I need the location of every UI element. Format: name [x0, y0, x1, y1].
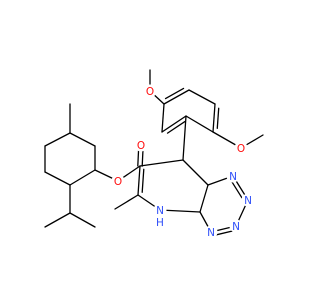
- oxygen-atom-label-mask: [234, 141, 248, 155]
- nitrogen-atom-label-mask: [226, 169, 240, 183]
- nitrogen-atom-label: N: [232, 221, 240, 233]
- aryl-c7-bond: [182, 115, 187, 161]
- nitrogen-atom-label: N: [244, 195, 252, 207]
- cyclohexane-bond: [44, 132, 71, 147]
- oxygen-atom-label: O: [146, 86, 154, 98]
- ring-bond: [137, 165, 141, 196]
- nitrogen-atom-label: N: [229, 171, 237, 183]
- tetrazole-double-bond: [214, 229, 235, 236]
- oxygen-atom-label-mask: [143, 84, 157, 98]
- cyclohexane-bond: [69, 132, 96, 147]
- aryl-double-bond: [164, 87, 185, 100]
- aryl-bond: [185, 115, 214, 133]
- tetrazole-double-bond: [230, 180, 244, 201]
- isopropyl-bond: [44, 212, 71, 228]
- aryl-bond: [161, 103, 165, 133]
- nitrogen-atom-label: N: [207, 227, 215, 239]
- ring-double-bond: [141, 168, 145, 193]
- isopropyl-bond: [69, 212, 96, 228]
- nitrogen-atom-label-mask: [204, 225, 218, 239]
- oxygen-atom-label: O: [114, 176, 122, 188]
- cyclohexane-bond: [44, 171, 71, 186]
- oxygen-atom-label: O: [137, 140, 145, 152]
- nitrogen-atom-label-mask: [241, 193, 255, 207]
- aryl-bond: [188, 89, 216, 105]
- aryl-double-bond: [216, 107, 220, 129]
- oxygen-atom-label: O: [237, 143, 245, 155]
- ring-bond: [139, 159, 184, 167]
- hydrogen-atom-label-mask: [153, 215, 167, 229]
- nitrogen-atom-label-mask: [153, 203, 167, 217]
- oxygen-atom-label-mask: [134, 138, 148, 152]
- nitrogen-atom-label-mask: [229, 219, 243, 233]
- methyl-bond: [114, 194, 139, 210]
- ring-bond: [159, 209, 201, 213]
- aryl-bond: [161, 115, 187, 133]
- ring-bond: [199, 184, 209, 213]
- aryl-bond: [163, 89, 190, 105]
- nitrogen-atom-label: N: [156, 205, 164, 217]
- aryl-bond: [212, 103, 216, 133]
- cyclohexane-bond: [69, 169, 96, 186]
- ring-bond: [182, 159, 209, 186]
- hydrogen-atom-label: H: [156, 217, 164, 229]
- aryl-double-bond: [166, 120, 186, 134]
- oxygen-atom-label-mask: [111, 174, 125, 188]
